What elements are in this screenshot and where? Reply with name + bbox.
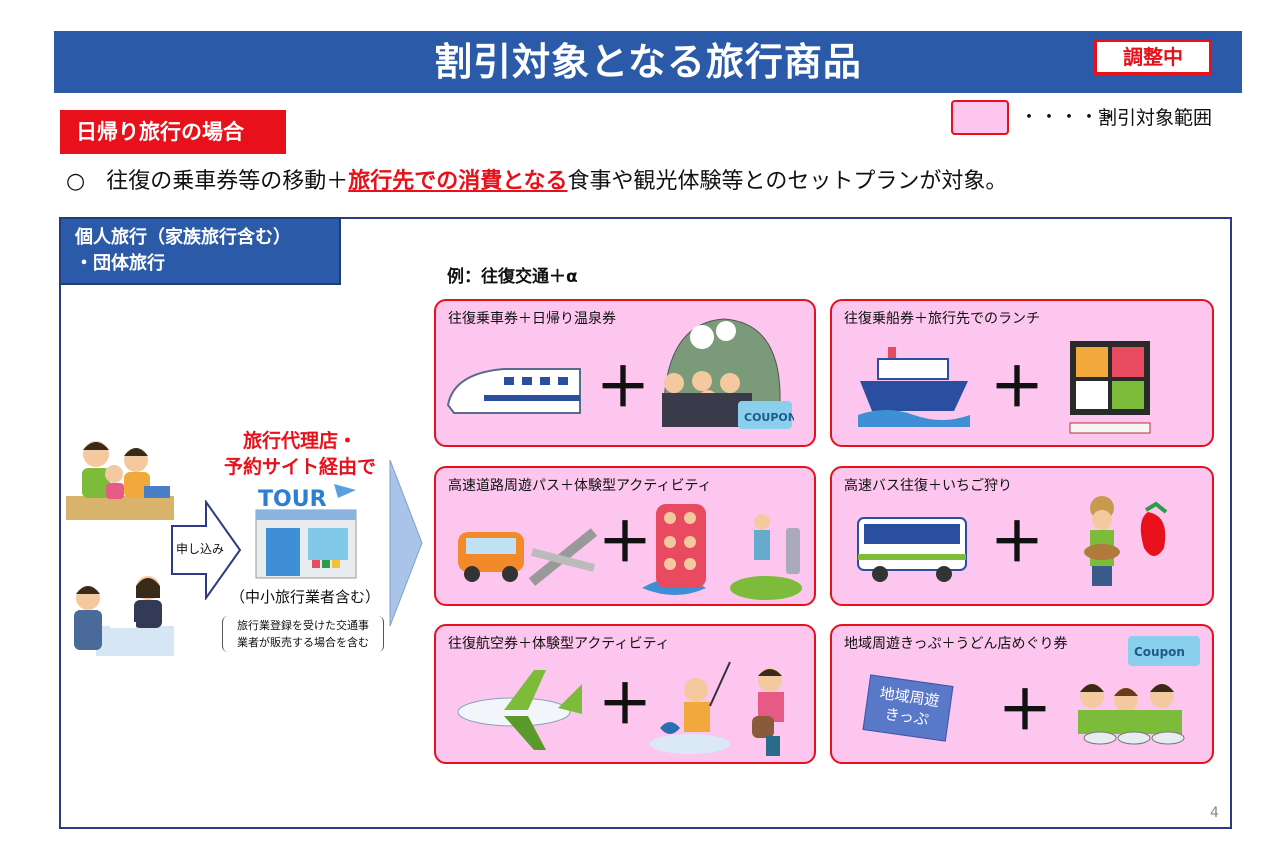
example-title: 往復乗船券＋旅行先でのランチ: [844, 311, 1040, 327]
coupon-label: COUPON: [744, 411, 794, 424]
example-title: 往復航空券＋体験型アクティビティ: [448, 636, 670, 652]
agency-note-line2: 業者が販売する場合を含む: [237, 636, 369, 649]
flow-arrow: [389, 459, 423, 627]
apply-label: 申し込み: [176, 542, 225, 556]
consultation-illustration: [74, 576, 174, 656]
plus-sign: ＋: [598, 673, 652, 736]
bento-lunch-icon: [1069, 341, 1151, 434]
example-title: 高速道路周遊パス＋体験型アクティビティ: [448, 478, 712, 494]
regional-pass-ticket: 地域周遊 きっぷ: [862, 674, 954, 742]
section-subheading: 日帰り旅行の場合: [60, 110, 286, 154]
bullet-emphasis: 旅行先での消費となる: [348, 169, 568, 194]
group-tab-line2: ・団体旅行: [75, 253, 165, 274]
group-tab: 個人旅行（家族旅行含む） ・団体旅行: [59, 217, 341, 285]
bullet-text-before: 往復の乗車券等の移動＋: [106, 169, 349, 194]
bullet-line: ○ 往復の乗車券等の移動＋旅行先での消費となる食事や観光体験等とのセットプランが…: [66, 166, 1007, 198]
plus-sign: ＋: [598, 511, 652, 574]
coupon-label: Coupon: [1134, 645, 1185, 659]
highway-bus-icon: [857, 517, 967, 582]
agency-title-line1: 旅行代理店・: [242, 430, 357, 452]
example-box-air-activity: 往復航空券＋体験型アクティビティ ＋: [434, 624, 816, 764]
legend-label: 割引対象範囲: [1098, 107, 1213, 129]
fishing-pottery-icon: [650, 661, 784, 756]
agency-title: 旅行代理店・ 予約サイト経由で: [210, 428, 390, 480]
bullet-train-icon: [446, 368, 581, 414]
example-box-bus-strawberry: 高速バス往復＋いちご狩り ＋: [830, 466, 1214, 606]
page-title: 割引対象となる旅行商品: [434, 40, 862, 84]
example-title: 高速バス往復＋いちご狩り: [844, 478, 1012, 494]
example-box-ferry-lunch: 往復乗船券＋旅行先でのランチ ＋: [830, 299, 1214, 447]
tour-caption: （中小旅行業者含む）: [229, 588, 380, 606]
family-illustration: [66, 441, 174, 520]
title-bar: [54, 31, 1242, 93]
agency-title-line2: 予約サイト経由で: [223, 456, 376, 478]
agency-note-line1: 旅行業登録を受けた交通事: [237, 619, 369, 632]
plus-sign: ＋: [990, 356, 1044, 419]
onsen-family-icon: COUPON: [662, 318, 794, 429]
page-number: 4: [1210, 805, 1219, 821]
status-badge: 調整中: [1094, 39, 1212, 75]
bullet-marker: ○: [66, 169, 86, 194]
example-label: 例：往復交通＋α: [447, 267, 578, 287]
example-box-rail-onsen: 往復乗車券＋日帰り温泉券 ＋ COUPON: [434, 299, 816, 447]
highway-drive-icon: [458, 528, 598, 586]
travel-agency-icon: TOUR: [255, 484, 357, 579]
example-box-regional-pass-udon: 地域周遊きっぷ＋うどん店めぐり券 地域周遊 きっぷ ＋ Coupon: [830, 624, 1214, 764]
plus-sign: ＋: [596, 356, 650, 419]
strawberry-picking-icon: [1084, 496, 1168, 586]
ferry-icon: [858, 347, 970, 427]
apply-arrow: [171, 500, 242, 600]
agency-note: 旅行業登録を受けた交通事 業者が販売する場合を含む: [222, 616, 384, 652]
group-tab-line1: 個人旅行（家族旅行含む）: [75, 227, 291, 248]
udon-coupon-icon: Coupon: [1078, 636, 1200, 745]
main-frame: [59, 217, 1232, 829]
plus-sign: ＋: [998, 679, 1052, 742]
airplane-icon: [457, 670, 582, 750]
tour-sign: TOUR: [258, 487, 327, 512]
bullet-text-after: 食事や観光体験等とのセットプランが対象。: [567, 169, 1008, 194]
plus-sign: ＋: [990, 511, 1044, 574]
legend-dots: ・・・・・: [1020, 107, 1120, 128]
example-box-highway-activity: 高速道路周遊パス＋体験型アクティビティ ＋: [434, 466, 816, 606]
example-title: 往復乗車券＋日帰り温泉券: [448, 311, 616, 327]
rafting-golf-icon: [642, 504, 802, 600]
example-title: 地域周遊きっぷ＋うどん店めぐり券: [844, 636, 1068, 652]
legend-swatch: [951, 100, 1009, 135]
